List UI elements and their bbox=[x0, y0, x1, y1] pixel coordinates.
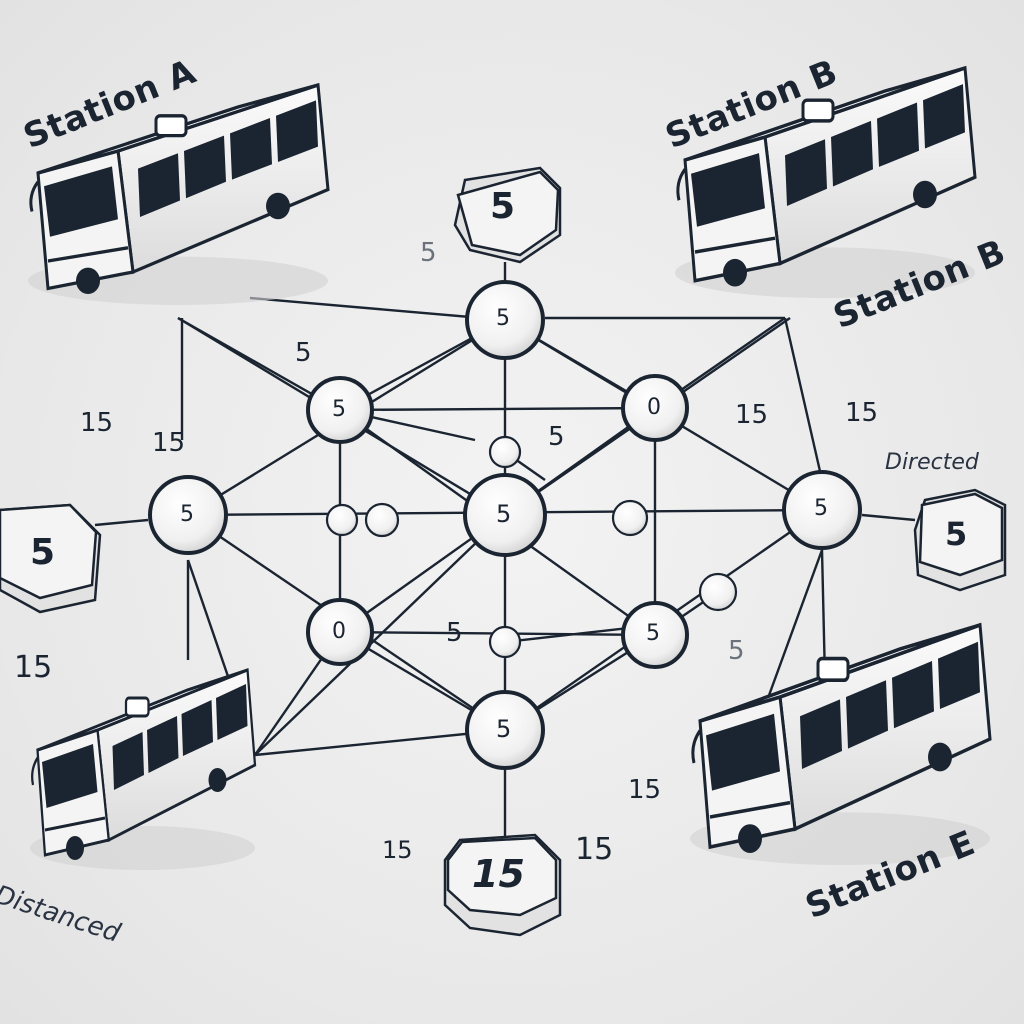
node-top-value: 5 bbox=[496, 306, 510, 331]
node-top-circle bbox=[465, 280, 545, 360]
node-lower-left-circle bbox=[306, 598, 374, 666]
node-right-value: 5 bbox=[814, 496, 828, 521]
weight-label: 15 bbox=[80, 408, 114, 438]
box-left-value: 5 bbox=[30, 532, 56, 573]
node-center-value: 5 bbox=[496, 500, 512, 528]
edge-left-leftbox bbox=[94, 518, 149, 527]
weight-label: 5 bbox=[420, 238, 437, 268]
small-nodes bbox=[325, 435, 738, 659]
node-upper-right-circle bbox=[621, 374, 689, 442]
node-right-circle bbox=[782, 470, 862, 550]
bus-distanced bbox=[28, 668, 257, 872]
node-upper-left-circle bbox=[306, 376, 374, 444]
box-top bbox=[453, 166, 562, 264]
label-directed: Directed bbox=[885, 450, 979, 475]
weight-label: 15 bbox=[628, 775, 662, 805]
box-bottom bbox=[443, 833, 562, 937]
weight-label: 15 bbox=[152, 428, 186, 458]
small-node bbox=[698, 572, 738, 612]
weight-label: 15 bbox=[382, 836, 413, 864]
box-bottom-value: 15 bbox=[472, 852, 525, 896]
node-lower-right-value: 5 bbox=[646, 621, 660, 646]
weight-label: 5 bbox=[295, 338, 312, 368]
box-right-value: 5 bbox=[945, 515, 968, 553]
node-lower-right-circle bbox=[621, 601, 689, 669]
main-nodes bbox=[148, 280, 862, 770]
node-center-circle bbox=[463, 473, 547, 557]
node-bottom-circle bbox=[465, 690, 545, 770]
weight-label: 15 bbox=[735, 400, 769, 430]
weight-label: 5 bbox=[548, 422, 565, 452]
box-right bbox=[913, 488, 1007, 592]
small-node bbox=[488, 625, 522, 659]
weight-label: 5 bbox=[446, 618, 463, 648]
node-left-value: 5 bbox=[180, 502, 194, 527]
small-node bbox=[488, 435, 522, 469]
box-left bbox=[0, 503, 102, 614]
weight-label: 15 bbox=[575, 832, 614, 867]
node-bottom-value: 5 bbox=[496, 715, 512, 743]
weight-label: 15 bbox=[14, 650, 53, 685]
small-node bbox=[611, 499, 649, 537]
node-upper-left-value: 5 bbox=[332, 397, 346, 422]
weight-label: 5 bbox=[728, 636, 745, 666]
small-node bbox=[364, 502, 400, 538]
node-lower-left-value: 0 bbox=[332, 619, 346, 644]
weight-label: 15 bbox=[845, 398, 879, 428]
node-upper-right-value: 0 bbox=[647, 395, 661, 420]
node-left-circle bbox=[148, 475, 228, 555]
box-top-value: 5 bbox=[490, 186, 516, 227]
edge-right-rightbox bbox=[861, 513, 916, 522]
small-node bbox=[325, 503, 359, 537]
